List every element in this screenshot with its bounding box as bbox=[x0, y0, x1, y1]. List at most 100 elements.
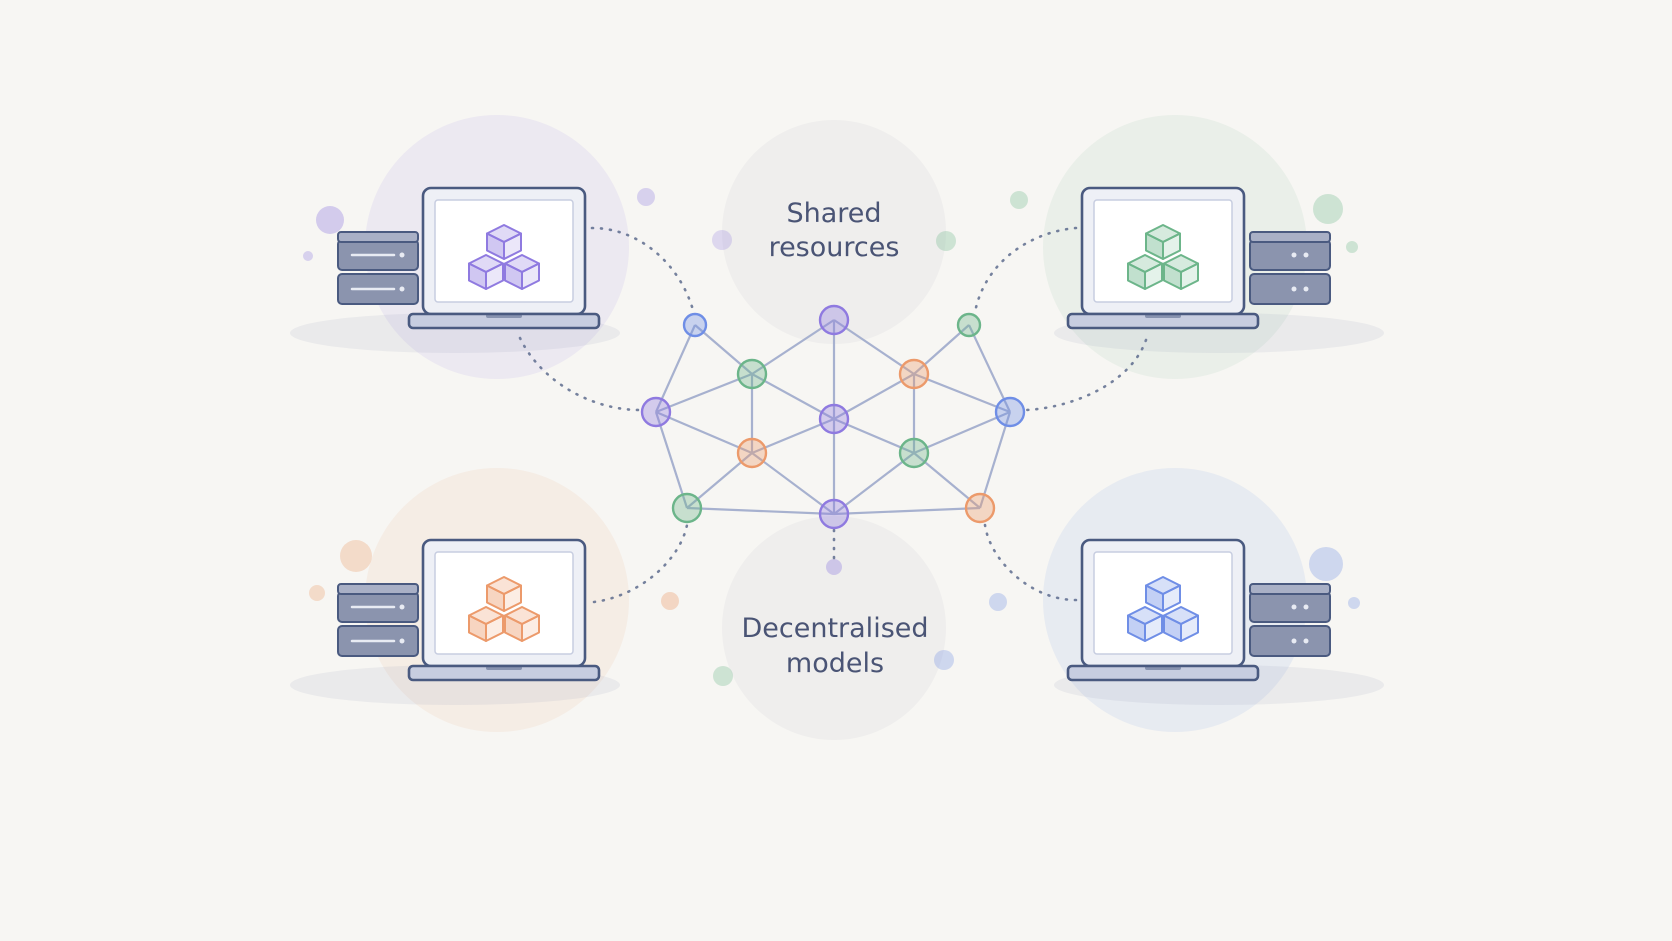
cube-face bbox=[503, 584, 522, 612]
dotted-connectors bbox=[518, 226, 1148, 604]
server-top bbox=[1249, 583, 1331, 595]
cube-face bbox=[1162, 232, 1181, 260]
sparkle-dot bbox=[712, 230, 732, 250]
label-shared-resources-line2: resources bbox=[769, 232, 900, 263]
cube-face bbox=[485, 614, 504, 642]
cube-face bbox=[1144, 262, 1163, 290]
network-edge bbox=[751, 373, 835, 420]
device-top-right bbox=[1054, 186, 1384, 353]
network-edge bbox=[833, 319, 915, 375]
network-edge bbox=[978, 411, 1012, 509]
network-node-hub-top-left bbox=[682, 312, 708, 338]
device-top-left bbox=[290, 186, 620, 353]
network-edge bbox=[686, 506, 835, 516]
server-unit bbox=[1249, 239, 1331, 271]
server-stack-icon bbox=[1249, 583, 1331, 657]
sparkle-dot bbox=[340, 540, 372, 572]
laptop-hinge bbox=[486, 314, 522, 318]
network-node-hub-upper-left bbox=[736, 358, 768, 390]
server-stack-icon bbox=[1249, 231, 1331, 305]
network-node-hub-upper-right bbox=[898, 358, 930, 390]
server-led bbox=[1291, 604, 1297, 610]
network-node-hub-center bbox=[818, 403, 850, 435]
sparkle-dot bbox=[934, 650, 954, 670]
server-unit bbox=[1249, 625, 1331, 657]
network-nodes bbox=[640, 304, 1026, 530]
laptop-hinge bbox=[1145, 666, 1181, 670]
dotted-connector bbox=[1024, 338, 1148, 412]
server-stack-icon bbox=[337, 583, 419, 657]
sparkle-dot bbox=[713, 666, 733, 686]
halo-circle bbox=[722, 120, 946, 344]
cube-face bbox=[1162, 584, 1181, 612]
network-node-hub-bottom-left bbox=[671, 492, 703, 524]
network-node-hub-left bbox=[640, 396, 672, 428]
cube-face bbox=[1144, 614, 1163, 642]
client-devices bbox=[290, 186, 1384, 705]
server-led bbox=[399, 252, 405, 258]
sparkle-dot bbox=[661, 592, 679, 610]
server-top bbox=[1249, 231, 1331, 243]
server-unit bbox=[1249, 273, 1331, 305]
sparkle-dot bbox=[826, 559, 842, 575]
server-led bbox=[1303, 604, 1309, 610]
network-node-hub-bottom-right bbox=[964, 492, 996, 524]
device-bottom-right bbox=[1054, 538, 1384, 705]
network-node-hub-lower-right bbox=[898, 437, 930, 469]
network-edge bbox=[833, 452, 915, 515]
server-led bbox=[1303, 638, 1309, 644]
network-edge bbox=[751, 452, 835, 515]
dotted-connector bbox=[518, 336, 642, 412]
model-cubes-icon bbox=[1127, 224, 1199, 290]
network-edge bbox=[655, 372, 753, 414]
sparkle-dot bbox=[1346, 241, 1358, 253]
network-edge bbox=[654, 324, 697, 413]
server-top bbox=[337, 583, 419, 595]
network-edge bbox=[968, 324, 1011, 413]
network-edge bbox=[913, 324, 970, 375]
server-stack-icon bbox=[337, 231, 419, 305]
server-top bbox=[337, 231, 419, 243]
server-unit bbox=[1249, 591, 1331, 623]
network-edge bbox=[654, 411, 689, 509]
sparkle-dot bbox=[303, 251, 313, 261]
sparkle-dot bbox=[316, 206, 344, 234]
network-edge bbox=[694, 324, 753, 375]
label-decentralised-models-line1: Decentralised bbox=[741, 613, 928, 644]
network-edge bbox=[913, 372, 1011, 414]
cube-face bbox=[1180, 614, 1199, 642]
server-led bbox=[1291, 638, 1297, 644]
device-bottom-left bbox=[290, 538, 620, 705]
server-led bbox=[399, 638, 405, 644]
sparkle-dot bbox=[1313, 194, 1343, 224]
sparkle-dot bbox=[1010, 191, 1028, 209]
sparkle-dot bbox=[637, 188, 655, 206]
network-edge bbox=[913, 410, 1011, 455]
network-node-hub-right bbox=[994, 396, 1026, 428]
model-cubes-icon bbox=[1127, 576, 1199, 642]
sparkle-dot bbox=[1348, 597, 1360, 609]
network-node-hub-top-center bbox=[818, 304, 850, 336]
sparkle-dot bbox=[309, 585, 325, 601]
laptop-hinge bbox=[486, 666, 522, 670]
network-edges bbox=[654, 319, 1012, 516]
server-led bbox=[399, 604, 405, 610]
server-led bbox=[1303, 286, 1309, 292]
model-cubes-icon bbox=[468, 576, 540, 642]
server-led bbox=[1303, 252, 1309, 258]
network-node-hub-top-right bbox=[956, 312, 982, 338]
sparkle-dot bbox=[1309, 547, 1343, 581]
server-led bbox=[399, 286, 405, 292]
label-shared-resources-line1: Shared bbox=[786, 198, 881, 229]
network-edge bbox=[833, 373, 915, 420]
network-node-hub-lower-left bbox=[736, 437, 768, 469]
cube-face bbox=[485, 262, 504, 290]
label-decentralised-models-line2: models bbox=[786, 648, 884, 679]
sparkle-dot bbox=[936, 231, 956, 251]
model-cubes-icon bbox=[468, 224, 540, 290]
halo-circle bbox=[722, 516, 946, 740]
cube-face bbox=[521, 262, 540, 290]
laptop-hinge bbox=[1145, 314, 1181, 318]
